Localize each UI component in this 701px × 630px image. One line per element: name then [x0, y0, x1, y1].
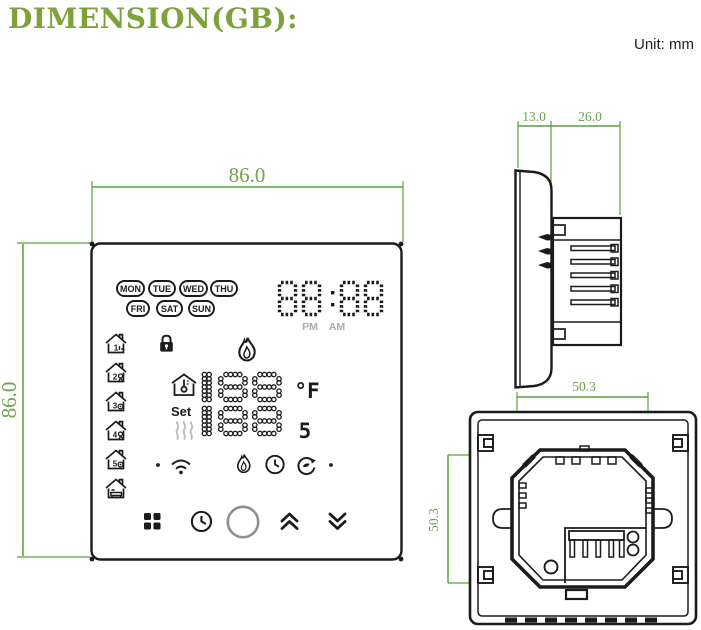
temperature-display-188F: °F [201, 371, 320, 403]
room-temperature-icon [171, 373, 197, 396]
home-mode-3-icon: 3 [105, 391, 127, 412]
svg-text:FRI: FRI [131, 304, 146, 314]
terminal-screw-bottom [626, 543, 640, 557]
front-view: 86.0 86.0 MON TUE WED [0, 163, 404, 562]
day-pill-fri: FRI [126, 300, 150, 317]
body-depth-value: 26.0 [578, 109, 602, 124]
front-depth-value: 13.0 [522, 109, 546, 124]
panel-corner-dots [89, 241, 404, 562]
home-mode-2-icon: 2 [105, 362, 127, 383]
mounting-screw-hole [543, 559, 559, 575]
touch-button-row [144, 505, 347, 539]
power-button-icon [226, 505, 260, 539]
right-dot [329, 463, 333, 467]
day-pill-sat: SAT [156, 300, 183, 317]
side-front-plate [514, 169, 553, 389]
svg-text:THU: THU [215, 284, 234, 294]
svg-text:SUN: SUN [192, 304, 211, 314]
top-left-corner-clip [522, 454, 536, 468]
left-finger-slot [492, 508, 513, 529]
left-dot [156, 463, 160, 467]
day-pill-mon: MON [116, 280, 145, 297]
home-mode-4-icon: 4 [105, 420, 127, 441]
octagon-notches [518, 445, 654, 514]
top-clip [552, 224, 566, 236]
front-height-value: 86.0 [0, 382, 21, 419]
menu-grid-icon [144, 513, 161, 530]
svg-text:4: 4 [113, 431, 118, 440]
svg-text:MON: MON [120, 284, 141, 294]
wifi-icon [171, 459, 191, 475]
day-pill-sun: SUN [188, 300, 215, 317]
temp-unit: °F [294, 379, 319, 403]
front-width-value: 86.0 [229, 163, 266, 187]
home-mode-6-icon [105, 478, 127, 499]
side-depth-dimensions: 13.0 26.0 [517, 109, 621, 215]
right-finger-slot [652, 508, 673, 529]
setpoint-display-188-5: 5 [201, 405, 312, 443]
back-height-value: 50.3 [426, 508, 441, 532]
page-title: DIMENSION(GB): [8, 2, 299, 35]
side-body-box [538, 216, 623, 347]
terminal-block [564, 527, 646, 583]
terminal-screw-top [626, 530, 640, 544]
home-mode-1-icon: 1 [105, 333, 127, 354]
side-sensor-pins [538, 234, 554, 269]
heating-waves-icon [175, 421, 194, 441]
svg-text:SAT: SAT [161, 304, 179, 314]
back-width-value: 50.3 [572, 379, 596, 394]
octagon-recess-outer [510, 448, 655, 589]
svg-text:2: 2 [113, 373, 118, 382]
setpoint-fraction: 5 [299, 419, 312, 443]
set-label: Set [171, 404, 192, 419]
mounting-tabs [477, 434, 689, 584]
front-width-dimension: 86.0 [91, 163, 404, 242]
status-icon-row [156, 453, 333, 476]
back-view: 50.3 50.3 [426, 379, 698, 626]
bottom-latch-slot [564, 588, 589, 601]
auto-eco-cycle-icon [297, 457, 316, 476]
home-mode-icons: 1 2 3 4 5 [105, 333, 127, 499]
svg-text:WED: WED [183, 284, 204, 294]
svg-text:3: 3 [113, 402, 118, 411]
top-right-corner-clip [629, 454, 643, 468]
bottom-clip [552, 328, 566, 340]
pm-label: PM [302, 321, 318, 333]
front-height-dimension: 86.0 [0, 242, 90, 558]
terminal-teeth [569, 539, 625, 558]
front-panel-outline [90, 242, 403, 561]
am-label: AM [329, 321, 346, 333]
lock-icon [160, 334, 173, 352]
side-view: 13.0 26.0 [514, 109, 623, 389]
home-mode-5-icon: 5 [105, 449, 127, 470]
day-pill-thu: THU [210, 280, 238, 297]
svg-text:5: 5 [113, 460, 118, 469]
back-plate-inner [477, 419, 689, 617]
unit-label: Unit: mm [634, 36, 694, 53]
day-pill-wed: WED [179, 280, 208, 297]
time-display-88-88: PM AM [277, 280, 384, 333]
day-pill-tue: TUE [148, 280, 176, 297]
day-indicator-row: MON TUE WED THU FRI SAT [116, 280, 238, 317]
svg-text:TUE: TUE [153, 284, 171, 294]
terminal-pins [570, 243, 619, 307]
svg-text:1: 1 [114, 344, 119, 353]
